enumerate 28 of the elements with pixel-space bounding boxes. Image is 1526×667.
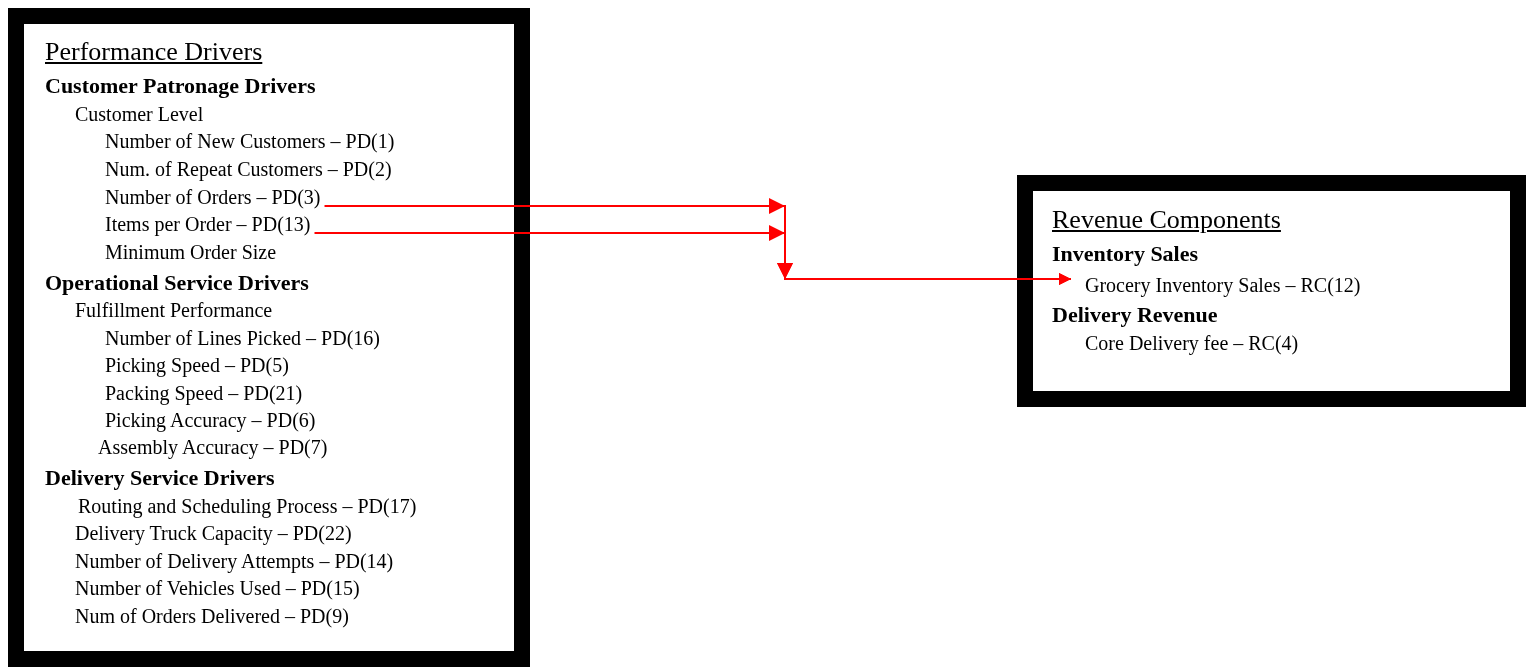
list-item: Routing and Scheduling Process – PD(17) bbox=[78, 493, 417, 519]
list-item: Customer Level bbox=[75, 101, 204, 127]
list-item: Num of Orders Delivered – PD(9) bbox=[75, 603, 349, 629]
list-item: Number of Lines Picked – PD(16) bbox=[105, 325, 380, 351]
group-heading: Delivery Revenue bbox=[1052, 302, 1218, 328]
box-title: Performance Drivers bbox=[45, 36, 263, 68]
list-item: Grocery Inventory Sales – RC(12) bbox=[1085, 272, 1361, 298]
list-box bbox=[8, 8, 530, 667]
list-item: Fulfillment Performance bbox=[75, 297, 273, 323]
list-item: Num. of Repeat Customers – PD(2) bbox=[105, 156, 392, 182]
list-item: Number of Delivery Attempts – PD(14) bbox=[75, 548, 394, 574]
list-item: Number of Vehicles Used – PD(15) bbox=[75, 575, 360, 601]
group-heading: Inventory Sales bbox=[1052, 241, 1199, 267]
list-item: Packing Speed – PD(21) bbox=[105, 380, 303, 406]
group-heading: Delivery Service Drivers bbox=[45, 465, 275, 491]
list-item: Picking Accuracy – PD(6) bbox=[105, 407, 316, 433]
list-item: Minimum Order Size bbox=[105, 239, 277, 265]
list-item: Assembly Accuracy – PD(7) bbox=[98, 434, 328, 460]
list-box bbox=[1017, 175, 1526, 407]
list-item: Items per Order – PD(13) bbox=[105, 211, 311, 237]
list-item: Number of Orders – PD(3) bbox=[105, 184, 321, 210]
list-item: Core Delivery fee – RC(4) bbox=[1085, 330, 1299, 356]
box-title: Revenue Components bbox=[1052, 204, 1281, 236]
group-heading: Operational Service Drivers bbox=[45, 270, 309, 296]
list-item: Delivery Truck Capacity – PD(22) bbox=[75, 520, 352, 546]
group-heading: Customer Patronage Drivers bbox=[45, 73, 316, 99]
list-item: Number of New Customers – PD(1) bbox=[105, 128, 395, 154]
list-item: Picking Speed – PD(5) bbox=[105, 352, 289, 378]
